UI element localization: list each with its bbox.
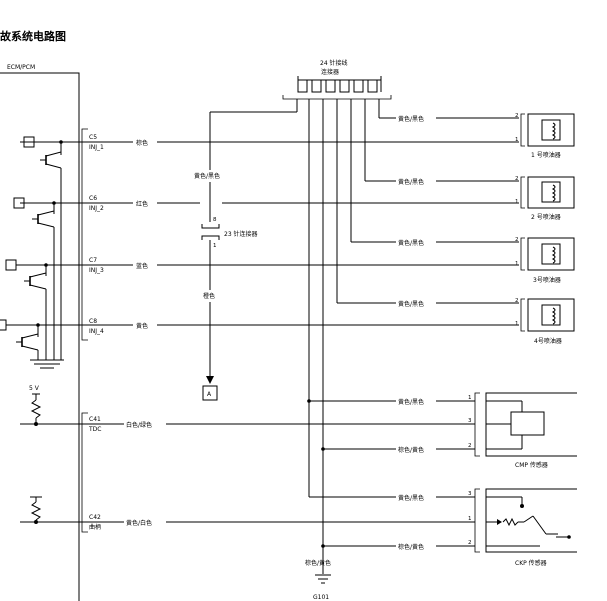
ground-g101: 棕色/黄色 G101 <box>305 559 331 601</box>
pin-c41: C41 <box>89 416 101 423</box>
ecm-box-outline <box>0 72 80 601</box>
injector-3: 2 1 3号喷油器 <box>515 237 575 284</box>
pin-c6-name: INJ_2 <box>89 205 104 212</box>
inj3-pin-bottom: 1 <box>515 261 519 267</box>
inj4-pin-bottom: 1 <box>515 321 519 327</box>
injector-2-label: 2 号喷油器 <box>531 213 561 221</box>
ckp-pin-2: 2 <box>468 540 472 546</box>
injector-4: 2 1 4号喷油器 <box>515 298 575 345</box>
driver-4-box <box>0 319 7 331</box>
connector24-label-1: 24 针接线 <box>320 59 348 67</box>
cmp-wire-1-label: 黄色/黑色 <box>398 398 424 406</box>
injector-3-label: 3号喷油器 <box>533 276 561 284</box>
bus-wires <box>307 99 396 574</box>
ecm-pin-bracket-lower <box>81 412 88 533</box>
ckp-sensor-label: CKP 传感器 <box>515 559 547 567</box>
ckp-wire-1-label: 黄色/黑色 <box>398 494 424 502</box>
connector23-label: 23 针连接器 <box>224 230 258 238</box>
pin-c41-name: TDC <box>88 426 101 433</box>
cmp-pin-3: 3 <box>468 418 472 424</box>
pin-c42-name: 曲柄 <box>89 523 101 531</box>
cmp-sensor-label: CMP 传感器 <box>515 461 548 469</box>
inj1-pin-bottom: 1 <box>515 137 519 143</box>
pin-c7: C7 <box>89 257 97 264</box>
ecm-label: ECM/PCM <box>7 64 35 71</box>
wire-crank-color: 黄色/白色 <box>126 519 152 527</box>
ecm-wire-labels: 棕色 红色 蓝色 黄色 白色/绿色 黄色/白色 <box>126 139 152 527</box>
inj1-pin-top: 2 <box>515 113 519 119</box>
feed-wire-bottom-label: 橙色 <box>203 292 215 300</box>
ecm-pin-bracket <box>81 128 88 341</box>
wire-inj4-color: 黄色 <box>136 322 148 330</box>
injector-1: 2 1 1 号喷油器 <box>515 113 575 159</box>
pin-c7-name: INJ_3 <box>89 267 104 274</box>
ckp-pin-1: 1 <box>468 516 472 522</box>
wire-inj3-color: 蓝色 <box>136 262 148 270</box>
ckp-sensor: 黄色/黑色 棕色/黄色 3 1 2 CKP 传感器 <box>398 488 577 567</box>
wire-tdc-color: 白色/绿色 <box>126 421 152 429</box>
injector-2: 2 1 2 号喷油器 <box>515 176 575 221</box>
pin-c5: C5 <box>89 134 97 141</box>
pin-c8: C8 <box>89 318 97 325</box>
cmp-pin-2: 2 <box>468 443 472 449</box>
ground-label: G101 <box>313 594 329 601</box>
connector23-pin-top: 8 <box>213 217 217 223</box>
connector24-label-2: 连接器 <box>321 68 339 76</box>
pullup-circuits: 5 V <box>20 385 42 524</box>
feed-wire-top-label: 黄色/黑色 <box>194 172 220 180</box>
inj3-pin-top: 2 <box>515 237 519 243</box>
inj3-feed-label: 黄色/黑色 <box>398 239 424 247</box>
inj4-pin-top: 2 <box>515 298 519 304</box>
signal-wires <box>20 141 519 523</box>
wire-inj1-color: 棕色 <box>136 139 148 147</box>
ckp-pin-3: 3 <box>468 491 472 497</box>
driver-3-box <box>5 259 17 271</box>
inj2-feed-label: 黄色/黑色 <box>398 178 424 186</box>
cmp-wire-2-label: 棕色/黄色 <box>398 446 424 454</box>
pin-c5-name: INJ_1 <box>89 144 104 151</box>
pin-c8-name: INJ_4 <box>89 328 104 335</box>
ground-wire-label: 棕色/黄色 <box>305 559 331 567</box>
ckp-wire-2-label: 棕色/黄色 <box>398 543 424 551</box>
inj1-feed-label: 黄色/黑色 <box>398 115 424 123</box>
injector-1-label: 1 号喷油器 <box>531 151 561 159</box>
diagram-title: 故系统电路图 <box>0 29 66 43</box>
supply-5v-label: 5 V <box>29 385 40 392</box>
cmp-sensor: 黄色/黑色 棕色/黄色 1 3 2 CMP 传感器 <box>398 392 577 469</box>
wire-inj2-color: 红色 <box>136 200 148 208</box>
inj2-pin-bottom: 1 <box>515 199 519 205</box>
inj2-pin-top: 2 <box>515 176 519 182</box>
ecm-pins: C5 INJ_1 C6 INJ_2 C7 INJ_3 C8 INJ_4 C41 … <box>88 134 104 531</box>
injector-feed-labels: 黄色/黑色 黄色/黑色 黄色/黑色 黄色/黑色 <box>398 115 519 308</box>
pin-c6: C6 <box>89 195 97 202</box>
inj4-feed-label: 黄色/黑色 <box>398 300 424 308</box>
driver-circuits <box>0 136 64 369</box>
cmp-pin-1: 1 <box>468 395 472 401</box>
pin-c42: C42 <box>89 514 101 521</box>
connector-24pin: 24 针接线 连接器 <box>210 59 392 113</box>
injector-4-label: 4号喷油器 <box>534 337 562 345</box>
ref-box-a: A <box>207 391 212 398</box>
feed-wire: 黄色/黑色 8 23 针连接器 1 橙色 A <box>194 112 258 401</box>
connector23-pin-bottom: 1 <box>213 243 217 249</box>
